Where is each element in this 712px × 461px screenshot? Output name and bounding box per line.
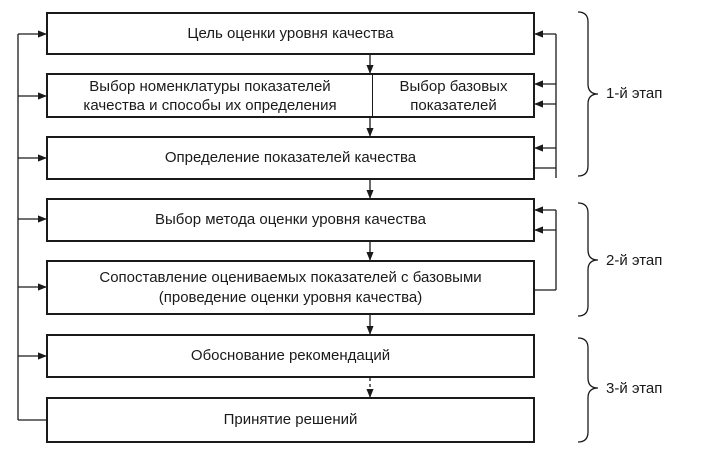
- goal-text: Цель оценки уровня качества: [187, 24, 394, 42]
- comparison-text: Сопоставление оцениваемых показателей с …: [99, 268, 481, 308]
- determination-text: Определение показателей качества: [164, 149, 417, 166]
- decision-text: Принятие решений: [223, 411, 358, 428]
- goal-box: Цель оценки уровня качества: [46, 12, 535, 55]
- nomenclature-cell: Выбор номенклатуры показателей качества …: [48, 75, 372, 116]
- method-box: Выбор метода оценки уровня качества: [46, 198, 535, 242]
- brace-stage-1: [577, 11, 599, 177]
- brace-stage-2: [577, 202, 599, 317]
- comparison-line-1: Сопоставление оцениваемых показателей с …: [99, 268, 482, 286]
- nomenclature-line-1: Выбор номенклатуры показателей: [89, 77, 331, 95]
- selection-box: Выбор номенклатуры показателей качества …: [46, 73, 535, 118]
- recommendations-box: Обоснование рекомендаций: [46, 334, 535, 378]
- brace-stage-3: [577, 337, 599, 443]
- stage-2-label: 2-й этап: [606, 252, 663, 269]
- base-selection-line-1: Выбор базовых: [399, 77, 508, 95]
- method-text: Выбор метода оценки уровня качества: [155, 211, 426, 228]
- comparison-line-2: (проведение оценки уровня качества): [158, 288, 423, 306]
- stage-1-label: 1-й этап: [606, 85, 663, 102]
- comparison-box: Сопоставление оцениваемых показателей с …: [46, 260, 535, 315]
- base-selection-cell: Выбор базовых показателей: [374, 75, 533, 116]
- selection-divider: [372, 75, 373, 116]
- nomenclature-line-2: качества и способы их определения: [83, 96, 337, 114]
- stage-3-label: 3-й этап: [606, 380, 663, 397]
- determination-box: Определение показателей качества: [46, 136, 535, 180]
- base-selection-line-2: показателей: [410, 96, 497, 114]
- decision-box: Принятие решений: [46, 397, 535, 443]
- recommendations-text: Обоснование рекомендаций: [190, 347, 391, 364]
